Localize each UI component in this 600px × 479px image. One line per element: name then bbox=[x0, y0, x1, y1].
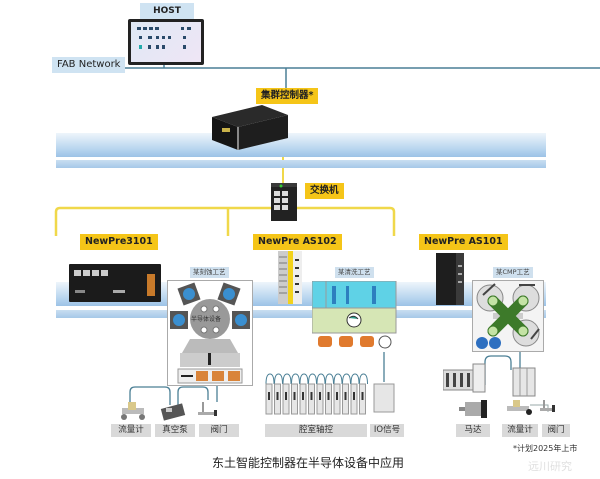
flowmeter-icon bbox=[507, 400, 532, 415]
controller-label-newpre-as102: NewPre AS102 bbox=[253, 234, 342, 250]
motor-icon bbox=[459, 400, 487, 418]
footnote: *计划2025年上市 bbox=[513, 444, 578, 453]
cluster-controller-label: 集群控制器* bbox=[256, 88, 319, 104]
servo-drive-icon bbox=[325, 373, 334, 415]
newpre-as101-device bbox=[436, 253, 464, 305]
fab-network-label: FAB Network bbox=[52, 57, 126, 73]
semiconductor-equipment-label: 半导体设备 bbox=[191, 316, 222, 323]
left-field-devices bbox=[118, 400, 218, 422]
cmp-equipment-diagram bbox=[472, 280, 544, 352]
newpre3101-device bbox=[69, 264, 161, 302]
network-plane-upper bbox=[56, 133, 546, 157]
network-plane-lower-edge bbox=[56, 310, 546, 318]
valve-icon bbox=[198, 402, 217, 416]
process-label-etch: 某刻蚀工艺 bbox=[190, 267, 229, 278]
watermark: 远川研究 bbox=[528, 460, 572, 473]
cluster-controller-device bbox=[212, 105, 288, 150]
servo-drive-icon bbox=[342, 373, 351, 415]
etch-equipment-diagram: 半导体设备 bbox=[167, 280, 253, 386]
servo-drive-icon bbox=[359, 373, 368, 415]
servo-drive-icon bbox=[308, 373, 317, 415]
host-label: HOST bbox=[140, 3, 194, 19]
host-monitor-icon bbox=[128, 19, 204, 65]
servo-drive-icon bbox=[333, 373, 343, 415]
process-label-cmp: 某CMP工艺 bbox=[493, 267, 533, 278]
servo-drive-icon bbox=[299, 373, 309, 415]
io-module-icon bbox=[373, 383, 395, 413]
device-label-valve-right: 阀门 bbox=[542, 424, 570, 437]
valve-icon bbox=[540, 400, 555, 412]
controller-label-newpre3101: NewPre3101 bbox=[80, 234, 158, 250]
switch-branch-line bbox=[54, 206, 396, 236]
newpre-as102-device bbox=[278, 251, 302, 304]
plc-rack-icon bbox=[442, 363, 486, 393]
servo-drive-icon bbox=[282, 373, 292, 415]
flowmeter-icon bbox=[121, 402, 145, 420]
device-label-motor: 马达 bbox=[456, 424, 490, 437]
device-label-io-signal: IO信号 bbox=[370, 424, 404, 437]
process-label-cleaning: 某清洗工艺 bbox=[335, 267, 374, 278]
servo-drive-icon bbox=[274, 373, 283, 415]
device-label-chamber-axis: 腔室轴控 bbox=[265, 424, 367, 437]
diagram-caption: 东土智能控制器在半导体设备中应用 bbox=[212, 456, 405, 470]
servo-drive-icon bbox=[316, 373, 326, 415]
io-module-icon bbox=[512, 367, 536, 397]
switch-label: 交换机 bbox=[305, 183, 344, 199]
servo-drive-icon bbox=[265, 373, 275, 415]
servo-drive-icon bbox=[350, 373, 360, 415]
network-switch-device bbox=[271, 183, 297, 221]
device-label-vacuum-pump: 真空泵 bbox=[155, 424, 195, 437]
network-plane-upper-edge bbox=[56, 160, 546, 168]
controller-label-newpre-as101: NewPre AS101 bbox=[419, 234, 508, 250]
device-label-flowmeter-left: 流量计 bbox=[111, 424, 151, 437]
right-field-devices bbox=[442, 362, 558, 420]
device-label-valve-left: 阀门 bbox=[199, 424, 239, 437]
device-label-flowmeter-right: 流量计 bbox=[502, 424, 538, 437]
chamber-axis-drives bbox=[262, 370, 402, 420]
vacuum-pump-icon bbox=[160, 403, 186, 421]
cleaning-equipment-diagram bbox=[311, 280, 397, 351]
servo-drive-icon bbox=[291, 373, 300, 415]
